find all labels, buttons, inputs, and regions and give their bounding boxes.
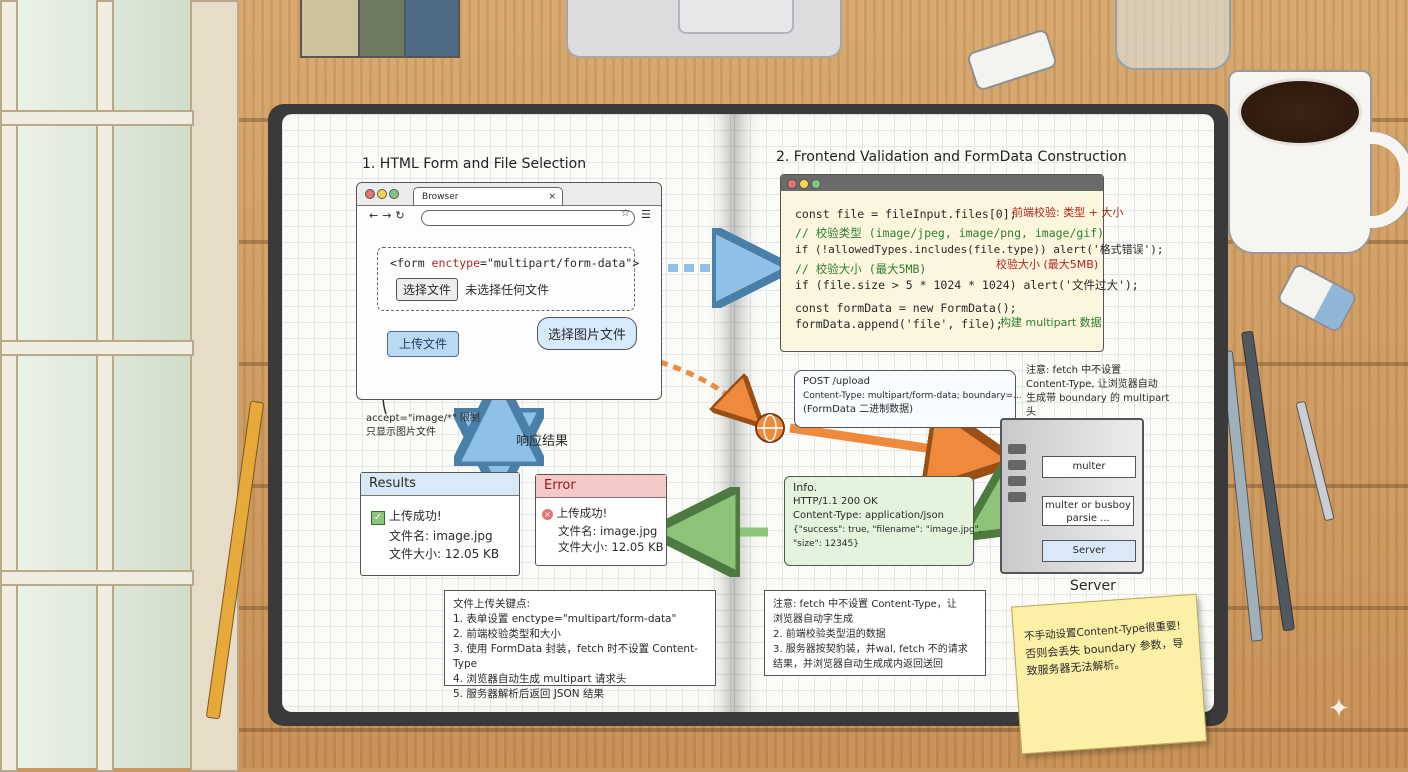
choose-file-button[interactable]: 选择文件 <box>396 278 459 301</box>
request-line3: (FormData 二进制数据) <box>803 404 914 415</box>
response-line3: {"success": true, "filename": "image.jpg… <box>793 525 982 535</box>
arrow-server-to-response <box>988 512 1000 520</box>
error-line1: 上传成功! <box>556 506 608 520</box>
key-point-item: 3. 使用 FormData 封装，fetch 时不设置 Content-Typ… <box>453 643 698 670</box>
books <box>300 0 470 62</box>
check-icon: ✓ <box>371 511 385 525</box>
close-icon[interactable]: × <box>548 192 556 202</box>
nav-icons[interactable]: ←→↻ <box>369 209 409 222</box>
response-line1: HTTP/1.1 200 OK <box>793 496 878 507</box>
error-line3: 文件大小: 12.05 KB <box>558 540 664 554</box>
request-bubble: POST /upload Content-Type: multipart/for… <box>794 370 1022 428</box>
response-box: Info. HTTP/1.1 200 OK Content-Type: appl… <box>784 476 982 566</box>
browser-mockup: Browser× ←→↻ ☆ ☰ <form enctype="multipar… <box>356 182 662 400</box>
code-line: if (!allowedTypes.includes(file.type)) a… <box>795 243 1164 256</box>
code-comment: // 校验类型 (image/jpeg, image/png, image/gi… <box>795 226 1105 240</box>
star-icon[interactable]: ☆ <box>621 208 630 219</box>
pencil-jar <box>1115 0 1231 70</box>
browser-tab[interactable]: Browser× <box>413 187 563 205</box>
response-label: 响应结果 <box>516 434 569 449</box>
results-line1: 上传成功! <box>388 509 442 523</box>
laptop <box>566 0 842 58</box>
coffee-cup <box>1228 70 1408 254</box>
error-line2: 文件名: image.jpg <box>558 524 658 538</box>
code-comment: // 校验大小 (最大5MB) <box>795 262 927 276</box>
window <box>0 0 239 772</box>
request-line2: Content-Type: multipart/form-data; bound… <box>803 391 1022 401</box>
sparkle-icon: ✦ <box>1328 694 1350 724</box>
key-point-item: 5. 服务器解析后返回 JSON 结果 <box>453 688 604 700</box>
form-tag-code: <form enctype="multipart/form-data"> <box>390 256 640 270</box>
error-panel: Error × 上传成功! 文件名: image.jpg 文件大小: 12.05… <box>535 474 667 566</box>
response-line4: "size": 12345} <box>793 539 859 549</box>
no-file-text: 未选择任何文件 <box>465 283 550 297</box>
annotation-size-check: 校验大小 (最大5MB) <box>996 258 1099 271</box>
upload-button[interactable]: 上传文件 <box>387 331 459 357</box>
left-page-title: 1. HTML Form and File Selection <box>362 156 587 172</box>
code-line: const formData = new FormData(); <box>795 301 1017 315</box>
server-box-server: Server <box>1042 540 1136 562</box>
results-line2: 文件名: image.jpg <box>389 529 493 543</box>
code-line: if (file.size > 5 * 1024 * 1024) alert('… <box>795 278 1139 292</box>
server-box-multer: multer <box>1042 456 1136 478</box>
fetch-note: 注意: fetch 中不设置 Content-Type, 让浏览器自动 生成带 … <box>1026 365 1170 418</box>
key-point-item: 2. 前端校验类型和大小 <box>453 628 561 640</box>
response-line2: Content-Type: application/json <box>793 510 944 521</box>
menu-icon[interactable]: ☰ <box>641 208 651 221</box>
error-icon: × <box>542 509 553 520</box>
results-line3: 文件大小: 12.05 KB <box>389 547 500 561</box>
results-panel: Results ✓ 上传成功! 文件名: image.jpg 文件大小: 12.… <box>360 472 520 576</box>
key-points-title: 文件上传关键点: <box>453 598 531 610</box>
select-image-callout: 选择图片文件 <box>537 317 638 350</box>
code-line: const file = fileInput.files[0]; <box>795 207 1017 221</box>
request-line1: POST /upload <box>803 376 870 387</box>
error-header: Error <box>536 475 666 498</box>
key-point-item: 1. 表单设置 enctype="multipart/form-data" <box>453 613 677 625</box>
annotation-build-multipart: 构建 multipart 数据 <box>1000 316 1102 329</box>
form-box: <form enctype="multipart/form-data"> 选择文… <box>377 247 639 311</box>
key-points-note: 文件上传关键点: 1. 表单设置 enctype="multipart/form… <box>444 590 716 700</box>
address-bar[interactable]: ☆ <box>421 208 635 226</box>
arrow-globe-to-server <box>789 428 980 456</box>
bottom-note: 注意: fetch 中不设置 Content-Type，让 浏览器自动字生成 2… <box>764 590 986 676</box>
annotation-frontend-check: 前端校验: 类型 + 大小 <box>1012 206 1124 219</box>
results-header: Results <box>361 473 519 496</box>
sticky-note: 不手动设置Content-Type很重要! 否则会丢失 boundary 参数，… <box>1011 593 1207 755</box>
key-point-item: 4. 浏览器自动生成 multipart 请求头 <box>453 673 627 685</box>
arrow-to-globe <box>659 359 748 412</box>
right-page-title: 2. Frontend Validation and FormData Cons… <box>776 149 1127 165</box>
code-line: formData.append('file', file); <box>795 317 1003 331</box>
response-header: Info. <box>793 481 818 494</box>
code-window: const file = fileInput.files[0]; // 校验类型… <box>780 174 1164 352</box>
accept-note: accept="image/*" 限制 只显示图片文件 <box>366 413 480 438</box>
server-label: Server <box>1070 578 1116 594</box>
